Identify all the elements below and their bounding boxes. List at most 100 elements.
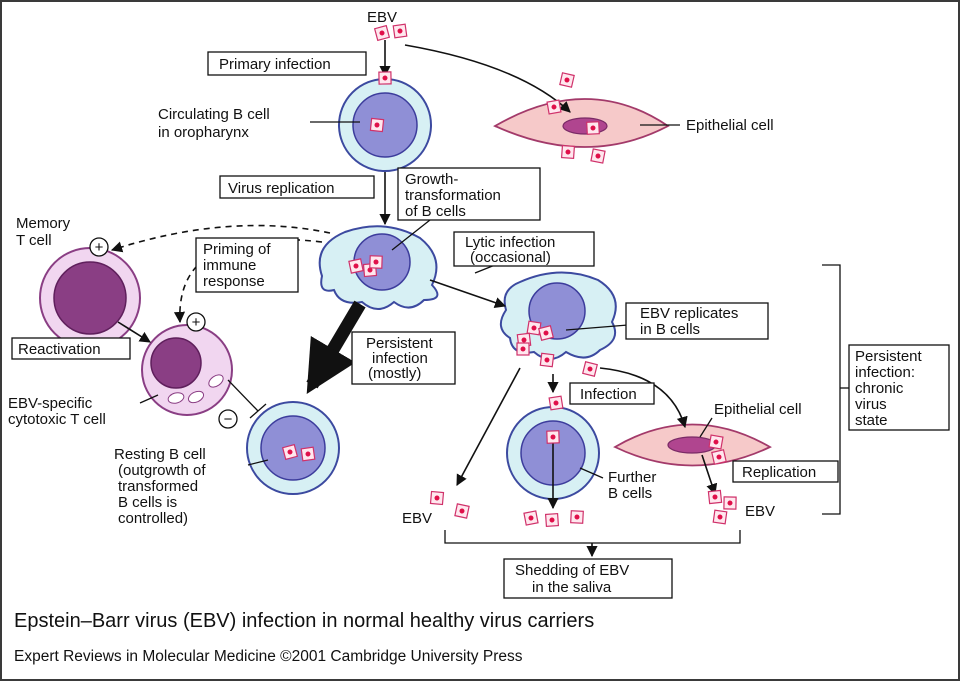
label-primary-infection: Primary infection [219,56,331,73]
virion-particle [548,395,564,411]
label-memory-1: Memory [16,215,71,232]
box-ebv-replicates [625,302,769,340]
box-primary-infection [207,51,367,76]
label-infection: Infection [580,386,637,403]
leader-growth [391,219,431,251]
virion-particle [281,443,299,461]
label-persistent-chronic-4: virus [855,396,887,413]
label-persistent-mostly-3: (mostly) [368,365,421,382]
label-resting-1: Resting B cell [114,446,206,463]
label-persistent-chronic-3: chronic [855,380,904,397]
virion-particle [560,144,576,160]
box-reactivation [11,337,131,360]
virion-particle [581,360,599,378]
box-lytic [453,231,595,267]
box-persistent-chronic [848,344,950,431]
arrow-epithelial-to-ebv [701,454,718,496]
label-lytic-2: (occasional) [470,249,551,266]
label-resting-4: B cells is [118,494,177,511]
label-ebv-replicates-2: in B cells [640,321,700,338]
label-circulating-b-cell-2: in oropharynx [158,124,249,141]
arrow-lytic-to-ebv [456,367,521,486]
label-shedding-1: Shedding of EBV [515,562,629,579]
virion-group [281,23,737,528]
label-further-2: B cells [608,485,652,502]
box-priming [195,237,299,293]
leader-epithelial-bottom [699,417,713,438]
arrow-reactivation [117,321,151,343]
box-virus-replication [219,175,375,199]
label-reactivation: Reactivation [18,341,101,358]
plus-sign-memory [89,237,109,257]
memory-t-cell [39,247,141,349]
label-persistent-chronic-1: Persistent [855,348,923,365]
leader-cytotoxic [139,394,159,404]
label-ebv-top: EBV [367,9,397,26]
figure-source: Expert Reviews in Molecular Medicine ©20… [14,648,523,665]
virion-particle [369,117,385,133]
epithelial-cell-bottom [613,423,772,467]
label-priming-1: Priming of [203,241,271,258]
virion-particle [559,72,575,88]
label-ebv-replicates-1: EBV replicates [640,305,738,322]
circulating-b-cell [338,78,432,172]
virion-particle [586,121,600,135]
label-persistent-chronic-2: infection: [855,364,915,381]
inhibition-bar [249,403,267,419]
arrow-lytic [429,279,507,308]
virion-particle [516,342,530,356]
label-ebv-specific-1: EBV-specific [8,395,93,412]
virion-particle [454,503,470,519]
virion-particle [369,255,383,269]
virion-particle [708,434,724,450]
arrow-persistent-infection [306,300,366,394]
virion-particle [300,446,316,462]
minus-sign-circle [218,409,238,429]
virion-particle [711,449,727,465]
box-growth-transformation [397,167,541,221]
figure-caption: Epstein–Barr virus (EBV) infection in no… [14,610,594,632]
virion-particle [546,430,560,444]
shedding-bracket [444,530,741,544]
label-epithelial-cell-bottom: Epithelial cell [714,401,802,418]
leader-resting [247,459,269,466]
label-ebv-right: EBV [745,503,775,520]
arrow-to-epithelial [599,367,688,429]
label-virus-replication: Virus replication [228,180,334,197]
label-resting-3: transformed [118,478,198,495]
label-replication: Replication [742,464,816,481]
virion-particle [590,148,606,164]
virion-particle [392,23,408,39]
virion-particle [544,512,560,528]
label-ebv-specific-2: cytotoxic T cell [8,411,106,428]
virion-particle [539,352,555,368]
label-growth-2: transformation [405,187,501,204]
label-shedding-2: in the saliva [532,579,612,596]
cytotoxic-t-cell [141,324,233,416]
box-infection [569,382,655,405]
label-growth-1: Growth- [405,171,458,188]
box-replication [732,460,839,483]
virion-particle [537,324,555,342]
label-further-1: Further [608,469,656,486]
label-persistent-mostly-1: Persistent [366,335,434,352]
label-resting-5: controlled) [118,510,188,527]
virion-particle [523,510,539,526]
leader-further [579,467,604,479]
label-lytic-1: Lytic infection [465,234,555,251]
label-persistent-mostly-2: infection [372,350,428,367]
dashed-priming-memory [110,224,331,253]
virion-particle [723,496,737,510]
arrow-ebv-to-epithelial [404,44,571,113]
minus-label: − [224,411,233,428]
box-persistent-mostly [351,331,456,385]
label-ebv-left: EBV [402,510,432,527]
virion-particle [570,510,584,524]
plus-label-memory: + [95,239,104,256]
label-epithelial-cell-top: Epithelial cell [686,117,774,134]
virion-particle [546,99,562,115]
label-memory-2: T cell [16,232,52,249]
plus-label-cytotoxic: + [192,314,201,331]
leader-replicates [565,324,629,331]
